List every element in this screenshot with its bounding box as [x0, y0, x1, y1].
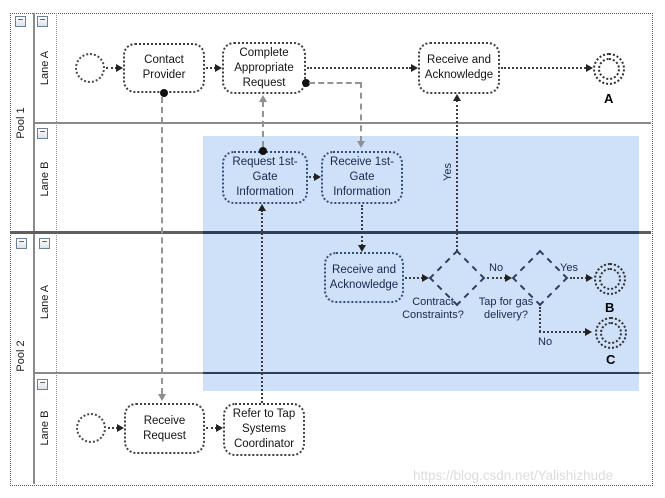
flow-gw2-to-c-horizontal [539, 331, 585, 333]
flow-start2-to-receive-request [108, 427, 118, 429]
collapse-icon-pool1-laneB[interactable]: − [37, 128, 48, 139]
task-receive-request[interactable]: Receive Request [124, 403, 205, 454]
collapse-icon-pool2-laneB[interactable]: − [37, 379, 48, 390]
task-refer-to-tap-systems-coordinator[interactable]: Refer to Tap Systems Coordinator [223, 403, 305, 456]
flow-gw2-to-c-vertical [539, 307, 541, 332]
arrowhead [116, 64, 123, 72]
end-event-b[interactable] [594, 263, 626, 295]
end-event-c-inner [600, 322, 622, 344]
task-request-1st-gate-information[interactable]: Request 1st-Gate Information [222, 151, 308, 204]
arrowhead [357, 141, 365, 148]
lane-divider-pool2-dark-segment [203, 372, 639, 374]
arrowhead [158, 394, 166, 401]
flow-contact-to-complete [206, 67, 216, 69]
message-request-gate-to-complete [262, 101, 264, 147]
arrowhead [215, 64, 222, 72]
lane-divider-pool1 [34, 122, 651, 124]
watermark: https://blog.csdn.net/Yalishizhude [413, 468, 614, 483]
task-receive-1st-gate-information[interactable]: Receive 1st-Gate Information [321, 151, 403, 204]
gateway-tap-for-gas-delivery-label: Tap for gas delivery? [478, 296, 534, 321]
start-event-pool2[interactable] [76, 413, 106, 443]
message-complete-to-receive-gate-vertical [360, 82, 362, 142]
highlight-region [203, 136, 639, 391]
flow-label-no-c: No [538, 336, 553, 348]
arrowhead [259, 95, 267, 102]
flow-label-yes-up: Yes [442, 163, 454, 181]
flow-start1-to-contact [106, 67, 117, 69]
task-receive-and-acknowledge-bottom[interactable]: Receive and Acknowledge [324, 252, 404, 303]
message-anchor-dot [160, 89, 168, 97]
message-anchor-dot [302, 79, 310, 87]
message-contact-to-receive-request [161, 97, 163, 394]
collapse-icon-pool2-laneA[interactable]: − [39, 238, 50, 249]
arrowhead [422, 274, 429, 282]
end-event-b-label: B [605, 300, 615, 315]
flow-refer-to-request-gate [261, 210, 263, 403]
end-event-a-label: A [604, 91, 614, 106]
task-contact-provider[interactable]: Contact Provider [123, 43, 205, 93]
arrowhead [216, 424, 223, 432]
arrowhead [586, 64, 593, 72]
end-event-c[interactable] [595, 317, 627, 349]
pool-divider-dark-segment [203, 231, 639, 234]
flow-gw1-to-gw2 [487, 277, 506, 279]
collapse-icon-pool1-laneA[interactable]: − [37, 16, 48, 27]
pool1-label: Pool 1 [15, 107, 27, 139]
message-complete-to-receive-gate-horizontal [309, 82, 361, 84]
end-event-a[interactable] [593, 53, 625, 85]
arrowhead [117, 424, 124, 432]
pool2-laneA-label: Lane A [39, 284, 51, 320]
message-anchor-dot [259, 147, 267, 155]
end-event-b-inner [599, 268, 621, 290]
arrowhead [358, 245, 366, 252]
arrowhead [585, 328, 592, 336]
gateway-contract-constraints-label: Contract Constraints? [402, 296, 464, 321]
arrowhead [453, 94, 461, 101]
arrowhead [411, 64, 418, 72]
flow-complete-to-receive-ack-top [307, 67, 411, 69]
collapse-icon-pool2[interactable]: − [16, 238, 27, 249]
collapse-icon-pool1[interactable]: − [15, 16, 26, 27]
pool1-laneB-label: Lane B [39, 161, 51, 197]
pool-label-separator [33, 13, 35, 484]
arrowhead [258, 204, 266, 211]
flow-receive-ack-top-to-a [501, 67, 586, 69]
lane-label-separator [56, 13, 57, 484]
start-event-pool1[interactable] [75, 53, 105, 83]
arrowhead [505, 274, 512, 282]
pool2-laneB-label: Lane B [39, 410, 51, 446]
flow-gw2-to-b [570, 277, 587, 279]
task-receive-and-acknowledge-top[interactable]: Receive and Acknowledge [418, 42, 500, 94]
end-event-c-label: C [606, 352, 616, 367]
flow-label-no-gw1: No [489, 262, 504, 274]
arrowhead [586, 274, 593, 282]
flow-receive-gate-to-receive-ack-bottom [361, 205, 363, 246]
pool-outline [10, 13, 653, 486]
flow-gw1-yes-to-receive-ack-top [456, 100, 458, 251]
arrowhead [314, 173, 321, 181]
flow-request-gate-to-receive-gate [309, 176, 315, 178]
flow-receive-ack-bottom-to-gw1 [405, 277, 423, 279]
pool1-laneA-label: Lane A [39, 50, 51, 86]
flow-label-yes-b: Yes [560, 262, 578, 274]
end-event-a-inner [598, 58, 620, 80]
flow-receive-request-to-refer [206, 427, 217, 429]
task-complete-appropriate-request[interactable]: Complete Appropriate Request [222, 42, 306, 94]
pool2-label: Pool 2 [15, 340, 27, 372]
